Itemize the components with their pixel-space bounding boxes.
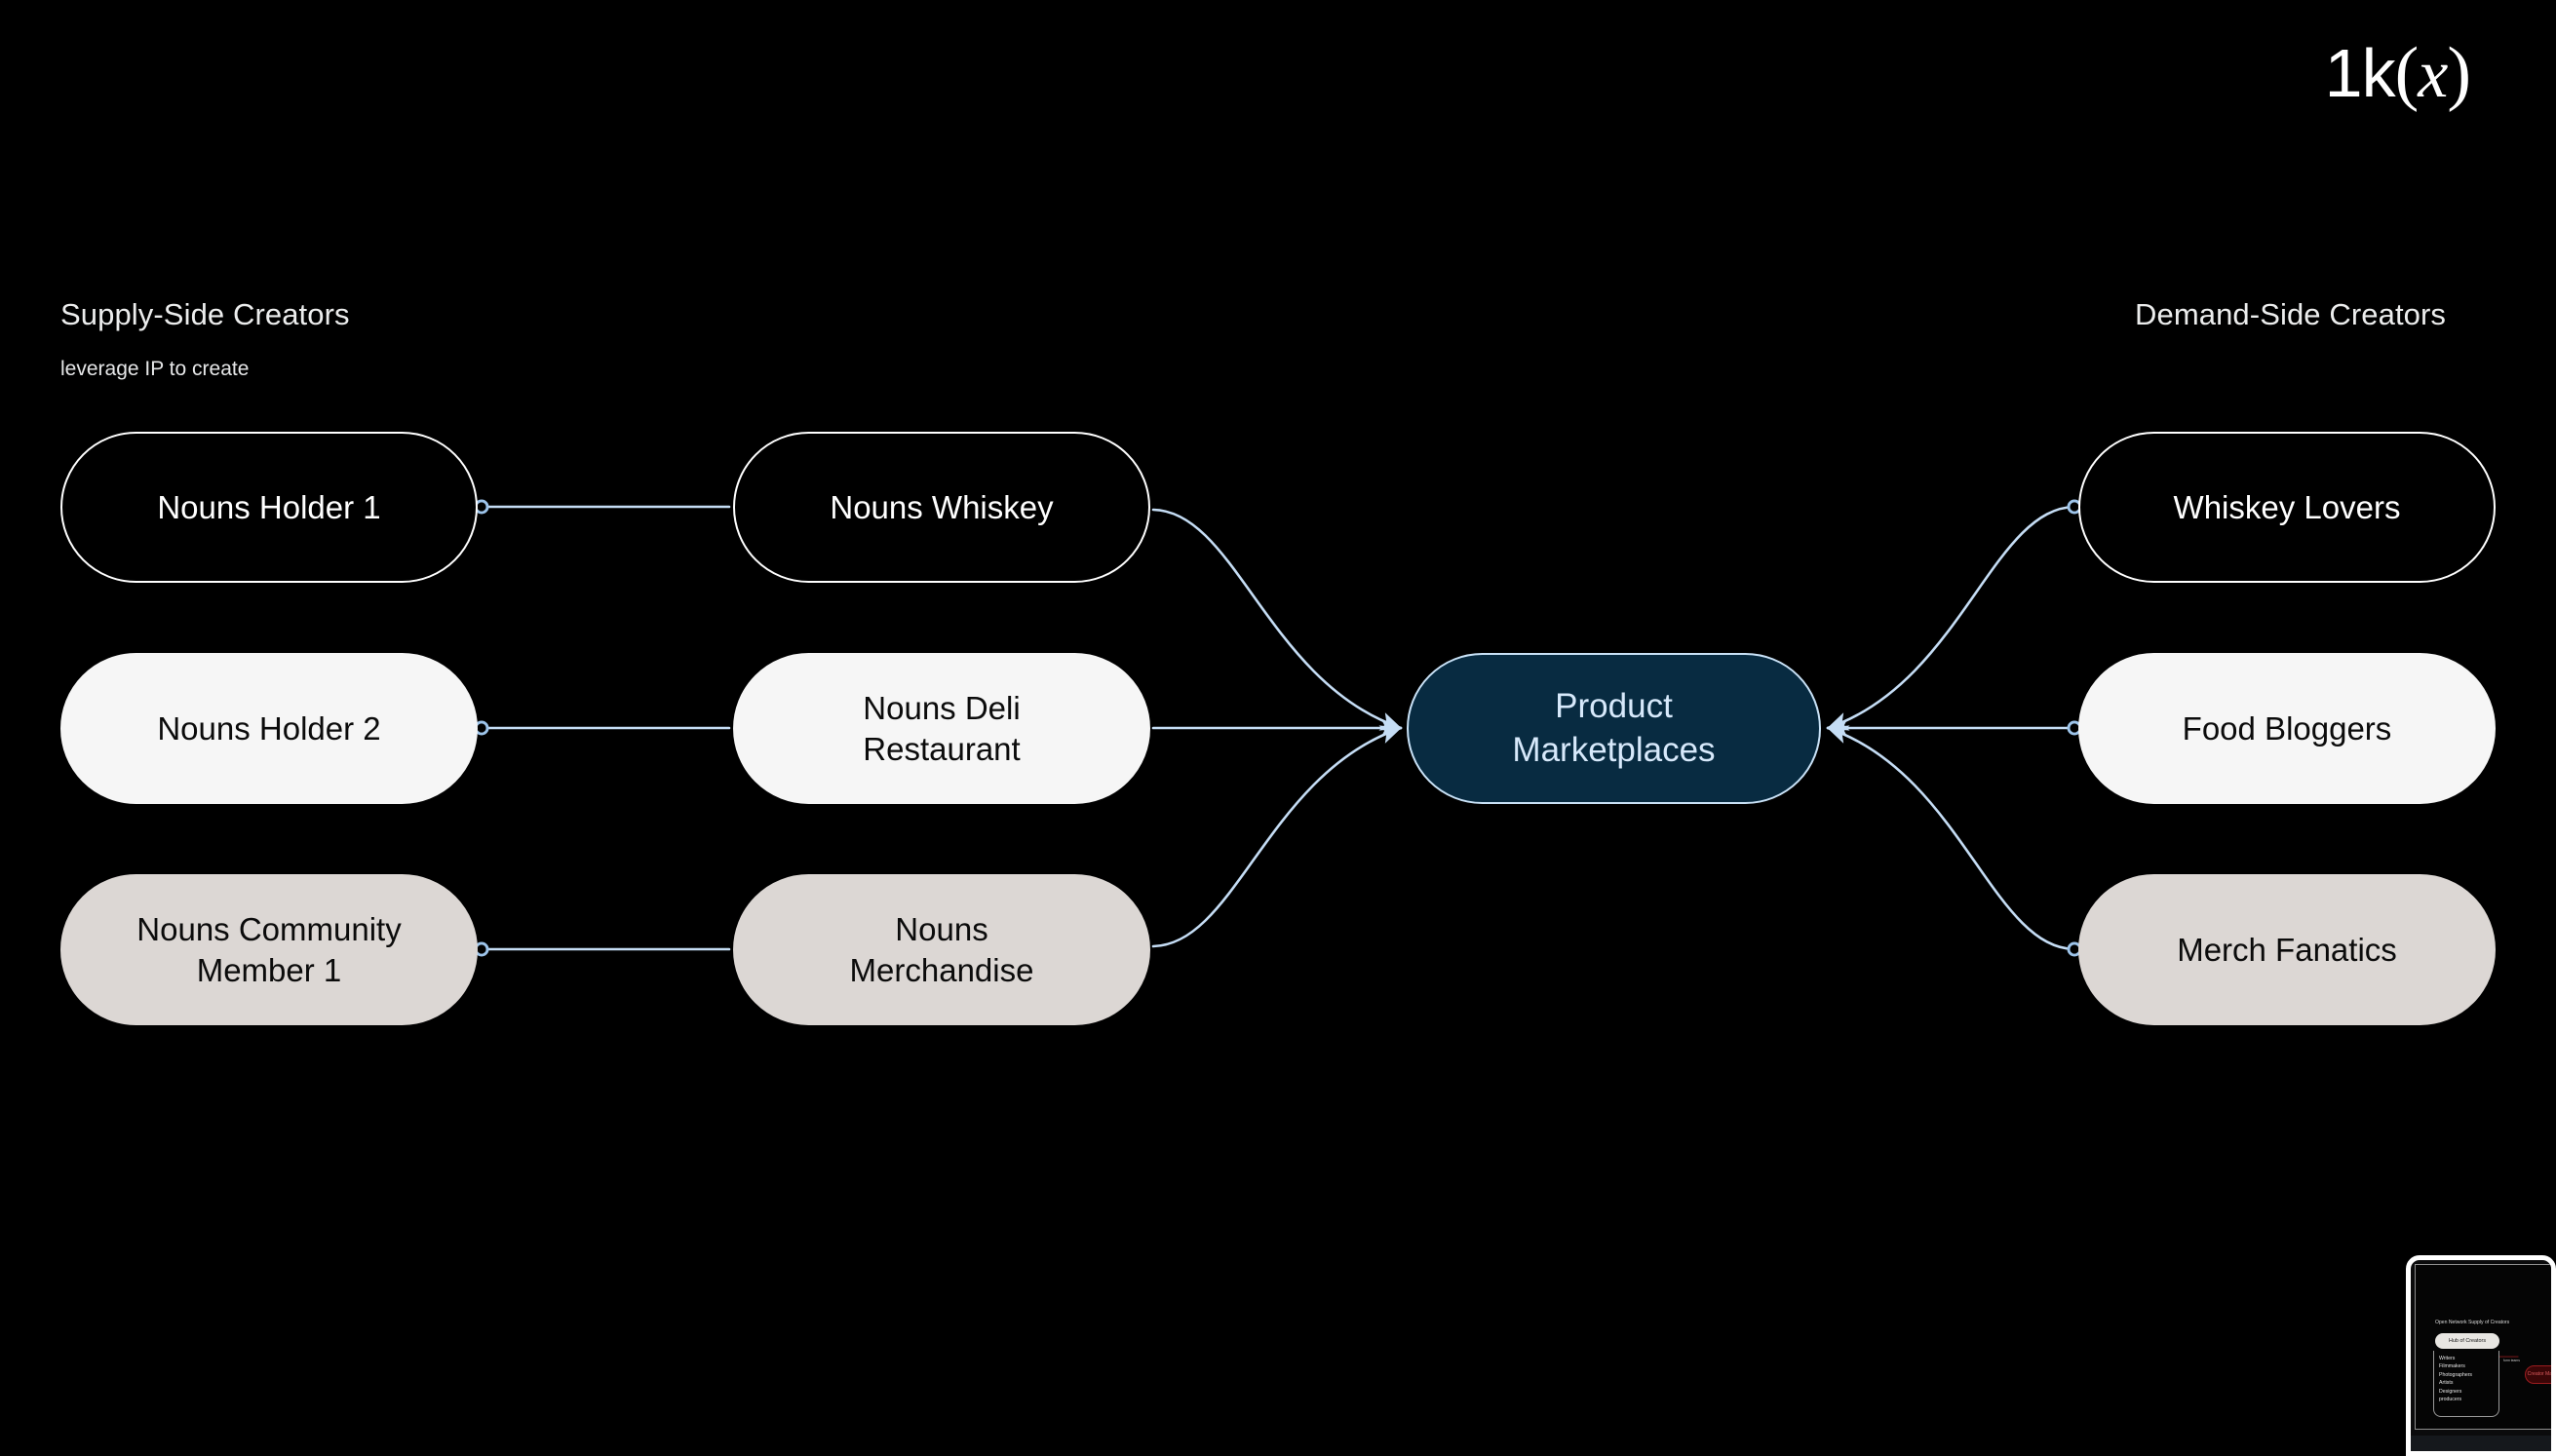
- list-item: producers: [2439, 1397, 2462, 1403]
- brand-logo: 1k(x): [2324, 35, 2471, 112]
- node-label: Nouns Holder 1: [157, 488, 381, 525]
- demand-side-heading: Demand-Side Creators: [2135, 297, 2447, 331]
- edge-merchfanatics-hub: [1826, 725, 2082, 957]
- supply-side-subheading: leverage IP to create: [60, 358, 250, 380]
- node-nouns-whiskey[interactable]: Nouns Whiskey: [733, 432, 1150, 583]
- thumbnail-marketplace-label: Creator Marketplaces: [2527, 1371, 2554, 1378]
- node-label: Merch Fanatics: [2177, 931, 2397, 968]
- node-nouns-holder-2[interactable]: Nouns Holder 2: [60, 653, 478, 804]
- list-item: Artists: [2439, 1380, 2454, 1387]
- thumbnail-title: Open Network Supply of Creators: [2435, 1320, 2510, 1325]
- node-nouns-deli-restaurant[interactable]: Nouns Deli Restaurant: [733, 653, 1150, 804]
- node-nouns-community-member-1[interactable]: Nouns Community Member 1: [60, 874, 478, 1025]
- node-label: Nouns Holder 2: [157, 709, 381, 747]
- edge-whiskey-hub: [1151, 508, 1403, 731]
- slide-thumbnail-content: Open Network Supply of Creators Hub of C…: [2415, 1264, 2554, 1430]
- list-item: Photographers: [2439, 1371, 2473, 1378]
- node-nouns-holder-1[interactable]: Nouns Holder 1: [60, 432, 478, 583]
- brand-logo-prefix: 1k: [2324, 35, 2396, 111]
- node-label: Food Bloggers: [2182, 709, 2392, 747]
- node-product-marketplaces[interactable]: Product Marketplaces: [1407, 653, 1821, 804]
- node-label: Whiskey Lovers: [2173, 488, 2401, 525]
- brand-logo-variable: x: [2418, 37, 2448, 112]
- node-whiskey-lovers[interactable]: Whiskey Lovers: [2078, 432, 2496, 583]
- node-merch-fanatics[interactable]: Merch Fanatics: [2078, 874, 2496, 1025]
- node-food-bloggers[interactable]: Food Bloggers: [2078, 653, 2496, 804]
- supply-side-heading: Supply-Side Creators: [60, 297, 350, 331]
- node-label: Nouns Merchandise: [849, 910, 1034, 988]
- thumbnail-edge-label: form teams: [2503, 1359, 2520, 1362]
- thumbnail-device-base: [2411, 1436, 2551, 1451]
- edge-whiskeylovers-hub: [1826, 499, 2082, 731]
- node-label: Nouns Whiskey: [830, 488, 1054, 525]
- node-label: Nouns Community Member 1: [136, 910, 402, 988]
- node-label: Nouns Deli Restaurant: [863, 689, 1021, 767]
- thumbnail-marketplace-node[interactable]: Creator Marketplaces: [2525, 1365, 2554, 1384]
- list-item: Filmmakers: [2439, 1363, 2465, 1370]
- thumbnail-edge-layer: [2498, 1356, 2519, 1358]
- brand-logo-close-paren: ): [2447, 33, 2471, 113]
- thumbnail-hub-node[interactable]: Hub of Creators: [2435, 1333, 2499, 1349]
- edge-merch-hub: [1151, 725, 1403, 948]
- node-nouns-merchandise[interactable]: Nouns Merchandise: [733, 874, 1150, 1025]
- thumbnail-creator-list: Writers Filmmakers Photographers Artists…: [2433, 1351, 2499, 1417]
- slide-thumbnail-preview[interactable]: Open Network Supply of Creators Hub of C…: [2406, 1255, 2556, 1456]
- thumbnail-hub-label: Hub of Creators: [2448, 1338, 2487, 1344]
- list-item: Designers: [2439, 1388, 2462, 1395]
- node-label: Product Marketplaces: [1512, 687, 1716, 769]
- list-item: Writers: [2439, 1356, 2456, 1361]
- brand-logo-open-paren: (: [2394, 33, 2420, 113]
